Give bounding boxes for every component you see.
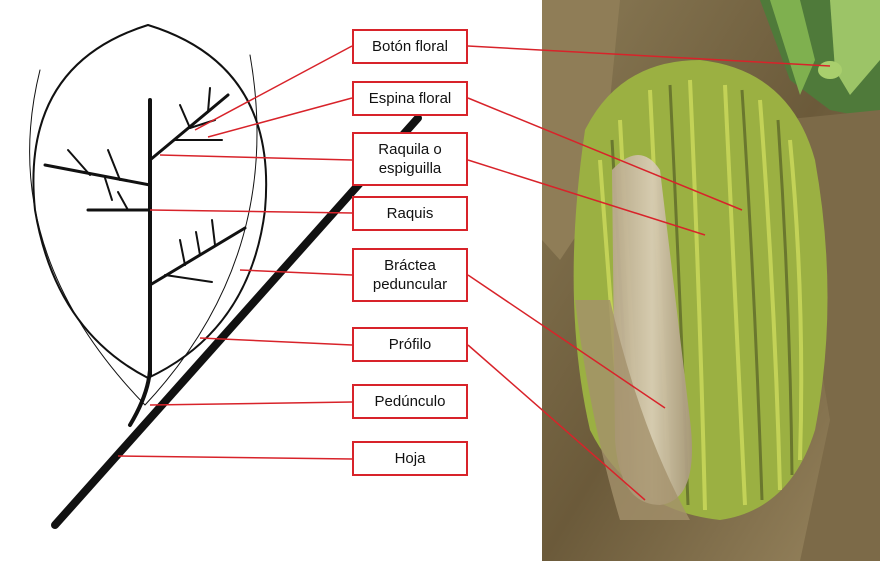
- label-pedunculo-text: Pedúnculo: [375, 392, 446, 411]
- connector-boton-floral: [195, 46, 352, 130]
- connector-pedunculo: [150, 402, 352, 405]
- connector-hoja: [118, 456, 352, 459]
- label-raquila-line2: espiguilla: [379, 159, 442, 178]
- connector-raquis: [150, 210, 352, 213]
- label-hoja-text: Hoja: [395, 449, 426, 468]
- photo-inflorescence: [542, 0, 880, 561]
- label-raquis: Raquis: [352, 196, 468, 231]
- label-raquila: Raquila o espiguilla: [352, 132, 468, 186]
- label-bractea-peduncular: Bráctea peduncular: [352, 248, 468, 302]
- label-bractea-line1: Bráctea: [384, 256, 436, 275]
- label-pedunculo: Pedúnculo: [352, 384, 468, 419]
- connector-bractea: [240, 270, 352, 275]
- label-raquila-line1: Raquila o: [378, 140, 441, 159]
- label-espina-floral-text: Espina floral: [369, 89, 452, 108]
- label-hoja: Hoja: [352, 441, 468, 476]
- label-boton-floral: Botón floral: [352, 29, 468, 64]
- label-espina-floral: Espina floral: [352, 81, 468, 116]
- label-raquis-text: Raquis: [387, 204, 434, 223]
- connector-espina-floral: [208, 98, 352, 137]
- label-profilo: Prófilo: [352, 327, 468, 362]
- label-bractea-line2: peduncular: [373, 275, 447, 294]
- label-profilo-text: Prófilo: [389, 335, 432, 354]
- label-boton-floral-text: Botón floral: [372, 37, 448, 56]
